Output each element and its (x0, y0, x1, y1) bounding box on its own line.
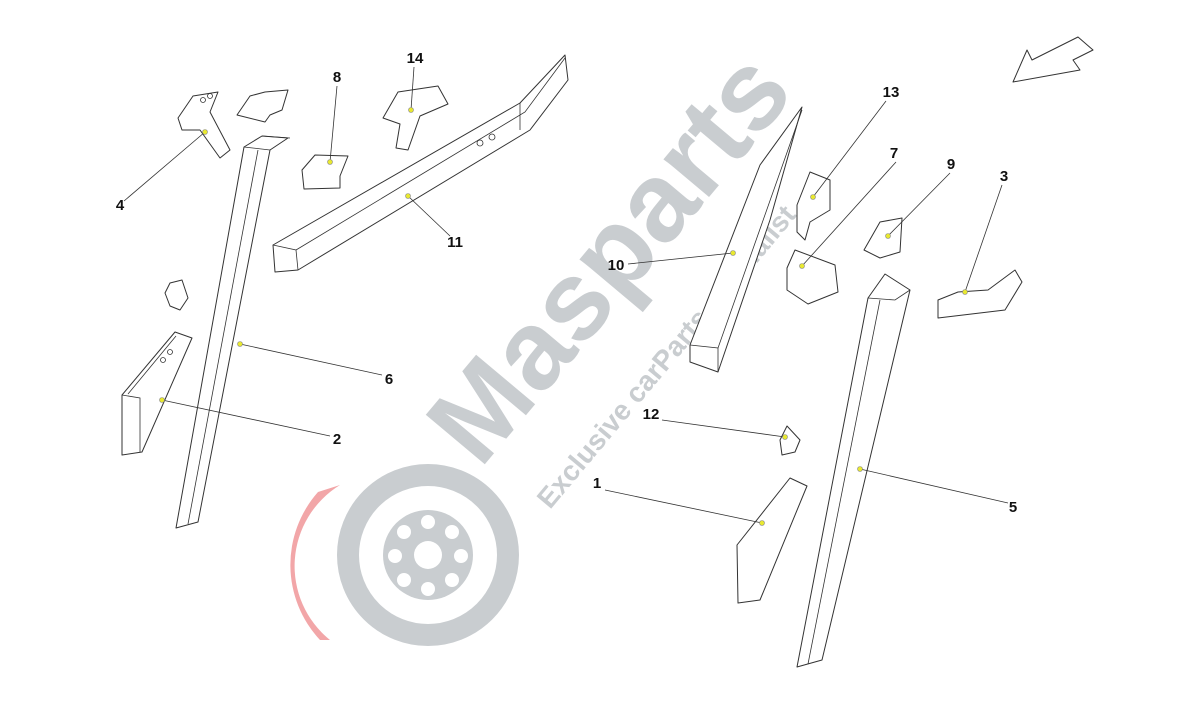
leader-line (329, 85, 338, 163)
callout-number[interactable]: 7 (890, 145, 898, 162)
hotspot-dot[interactable] (885, 233, 891, 239)
leader-line (661, 419, 786, 438)
leader-line (801, 161, 897, 267)
hotspot-dot[interactable] (782, 434, 788, 440)
part-7 (786, 249, 839, 305)
callout-14[interactable]: 14 (407, 50, 424, 113)
hotspot-dot[interactable] (237, 341, 243, 347)
watermark: Masparts Exclusive carParts specialist (290, 28, 814, 646)
hotspot-dot[interactable] (405, 193, 411, 199)
callout-11[interactable]: 11 (405, 193, 463, 252)
part-12 (779, 425, 801, 456)
leader-line (964, 184, 1003, 293)
callout-12[interactable]: 12 (643, 406, 788, 440)
part-8 (301, 154, 349, 190)
leader-line (161, 399, 331, 437)
callout-9[interactable]: 9 (885, 156, 956, 239)
callout-number[interactable]: 10 (608, 257, 625, 274)
hotspot-dot[interactable] (759, 520, 765, 526)
leader-line (627, 252, 734, 265)
part-3 (937, 269, 1023, 319)
callout-10[interactable]: 10 (608, 250, 736, 275)
part-5 (796, 273, 911, 668)
callout-number[interactable]: 14 (407, 50, 424, 67)
part-2 (121, 331, 193, 456)
leader-line (859, 468, 1009, 504)
leader-line (604, 489, 763, 524)
part-4 (177, 91, 231, 159)
part-9 (863, 217, 903, 259)
watermark-disc-logo (290, 464, 519, 646)
hotspot-dot[interactable] (202, 129, 208, 135)
part-10 (689, 106, 803, 373)
leader-line (812, 100, 887, 198)
callout-3[interactable]: 3 (962, 168, 1009, 295)
callout-5[interactable]: 5 (857, 466, 1018, 517)
hotspot-dot[interactable] (327, 159, 333, 165)
part-14 (382, 85, 449, 151)
part-11 (272, 54, 569, 273)
callout-number[interactable]: 4 (116, 197, 125, 214)
part-clip-left (164, 279, 189, 311)
callout-number[interactable]: 12 (643, 406, 660, 423)
callout-number[interactable]: 3 (1000, 168, 1008, 185)
callout-number[interactable]: 11 (447, 234, 463, 251)
leader-line (123, 131, 206, 202)
callout-number[interactable]: 5 (1009, 499, 1017, 516)
leader-line (407, 195, 451, 237)
callout-2[interactable]: 2 (159, 397, 342, 449)
leader-line (410, 66, 415, 111)
callout-number[interactable]: 13 (883, 84, 900, 101)
callout-7[interactable]: 7 (799, 145, 899, 269)
callout-number[interactable]: 1 (593, 475, 601, 492)
leader-line (239, 343, 383, 376)
callout-number[interactable]: 6 (385, 371, 393, 388)
hotspot-dot[interactable] (799, 263, 805, 269)
callout-13[interactable]: 13 (810, 84, 900, 200)
callout-number[interactable]: 8 (333, 69, 341, 86)
callout-6[interactable]: 6 (237, 341, 394, 389)
callout-8[interactable]: 8 (327, 69, 342, 165)
callout-1[interactable]: 1 (593, 475, 765, 526)
part-6 (175, 135, 291, 529)
hotspot-dot[interactable] (810, 194, 816, 200)
callout-number[interactable]: 9 (947, 156, 955, 173)
callout-number[interactable]: 2 (333, 431, 341, 448)
hotspot-dot[interactable] (730, 250, 736, 256)
part-plate (236, 89, 289, 123)
part-1 (736, 477, 808, 604)
part-13 (796, 171, 831, 241)
leader-line (887, 172, 951, 237)
callout-4[interactable]: 4 (116, 129, 208, 215)
hotspot-dot[interactable] (857, 466, 863, 472)
hotspot-dot[interactable] (408, 107, 414, 113)
hotspot-dot[interactable] (159, 397, 165, 403)
arrow-down-left-icon (1012, 36, 1094, 83)
hotspot-dot[interactable] (962, 289, 968, 295)
